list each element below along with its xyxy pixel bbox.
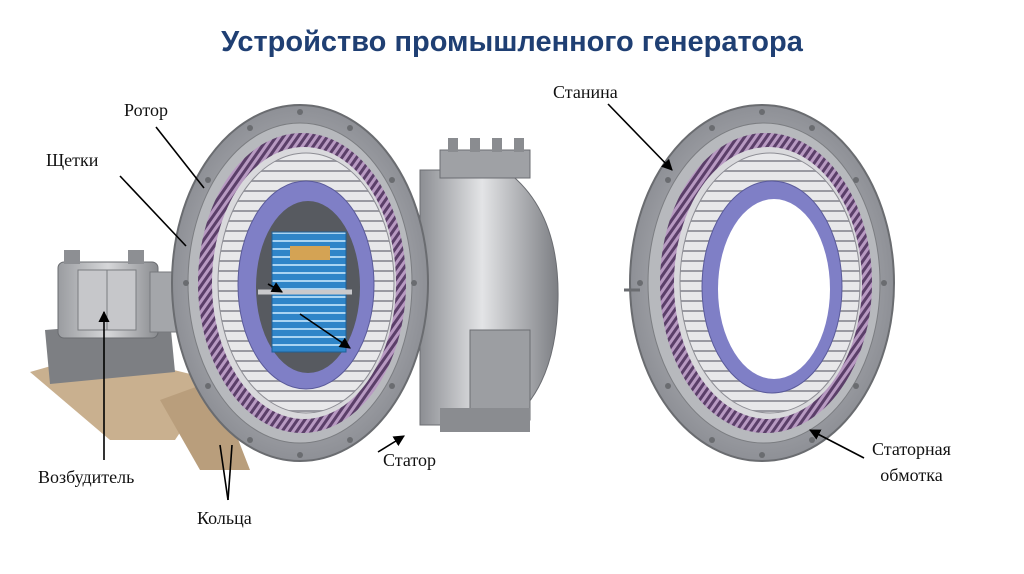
generator-housing <box>420 138 558 432</box>
label-brushes: Щетки <box>46 150 98 171</box>
label-stator: Статор <box>383 450 436 471</box>
label-exciter: Возбудитель <box>38 467 134 488</box>
label-frame: Станина <box>553 82 618 103</box>
right-stator-assembly <box>624 105 894 461</box>
label-stator-winding-line2: обмотка <box>872 462 951 488</box>
label-rotor: Ротор <box>124 100 168 121</box>
label-rings: Кольца <box>197 508 252 529</box>
label-stator-winding-line1: Статорная <box>872 436 951 462</box>
left-generator-assembly <box>172 105 428 461</box>
label-stator-winding: Статорная обмотка <box>872 436 951 488</box>
